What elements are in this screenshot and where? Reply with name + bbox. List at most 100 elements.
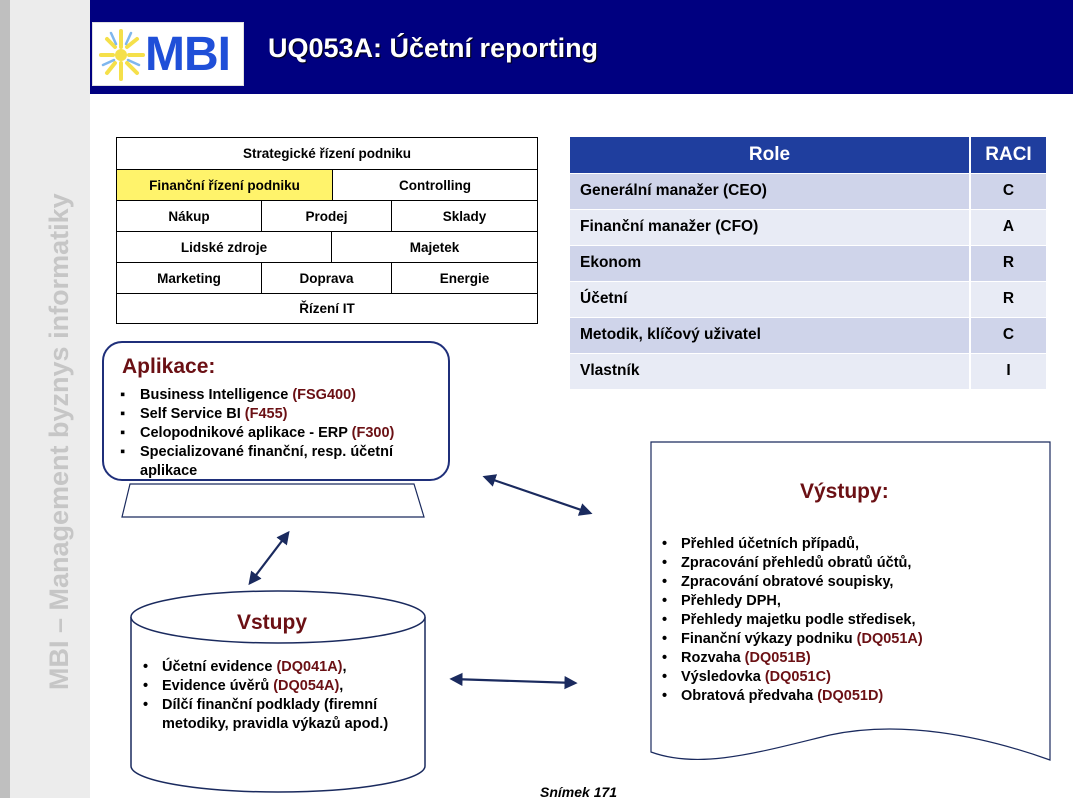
list-item: Zpracování přehledů obratů účtů,	[660, 554, 1060, 573]
logo-text: MBI	[145, 28, 231, 81]
list-item: Specializované finanční, resp. účetní ap…	[118, 443, 438, 481]
arrow-app-outputs	[482, 474, 593, 516]
org-cell-controlling: Controlling	[399, 177, 471, 193]
list-item: Evidence úvěrů (DQ054A),	[143, 677, 428, 696]
org-cell-energie: Energie	[439, 270, 490, 286]
slide-number: Snímek 171	[540, 784, 618, 800]
item-code: (F300)	[351, 425, 395, 441]
table-row: Finanční manažer (CFO)A	[570, 209, 1046, 246]
sidebar	[0, 0, 90, 798]
org-cell-strategic: Strategické řízení podniku	[242, 146, 412, 161]
org-cell-it: Řízení IT	[299, 301, 355, 316]
org-row: Strategické řízení podniku	[117, 138, 537, 170]
arrow-app-inputs	[248, 530, 290, 586]
item-code: (DQ054A)	[273, 678, 340, 694]
org-cell-hr: Lidské zdroje	[117, 232, 332, 262]
sidebar-label: MBI – Management byznys informatiky	[44, 193, 74, 690]
vystupy-title: Výstupy:	[800, 480, 889, 503]
item-text: Přehledy DPH,	[681, 593, 781, 609]
org-row: Finanční řízení podniku Controlling	[117, 170, 537, 201]
org-cell-majetek: Majetek	[409, 239, 460, 255]
item-text: Účetní evidence	[162, 659, 277, 675]
item-text: Obratová předvaha	[681, 688, 818, 704]
item-text: Dílčí finanční podklady (firemní metodik…	[162, 697, 389, 732]
raci-role: Finanční manažer (CFO)	[570, 209, 970, 246]
list-item: Business Intelligence (FSG400)	[118, 386, 438, 405]
item-text: Celopodnikové aplikace - ERP	[140, 425, 352, 441]
item-code: (DQ051D)	[817, 688, 884, 704]
raci-value: C	[969, 317, 1046, 354]
item-text: Rozvaha	[681, 650, 745, 666]
raci-header-raci: RACI	[969, 137, 1046, 174]
item-text: Self Service BI	[140, 406, 245, 422]
sidebar-vertical-text: MBI – Management byznys informatiky	[44, 193, 74, 690]
item-suffix: ,	[342, 659, 347, 675]
raci-role: Ekonom	[570, 245, 970, 282]
list-item: Self Service BI (F455)	[118, 405, 438, 424]
item-text: Business Intelligence	[140, 387, 293, 403]
vstupy-list: Účetní evidence (DQ041A), Evidence úvěrů…	[143, 658, 428, 734]
vstupy-title: Vstupy	[237, 611, 308, 634]
org-chart: Strategické řízení podniku Finanční říze…	[116, 137, 538, 324]
raci-value: R	[969, 245, 1046, 282]
raci-value: I	[969, 353, 1046, 390]
list-item: Celopodnikové aplikace - ERP (F300)	[118, 424, 438, 443]
org-row: Marketing Doprava Energie	[117, 263, 537, 294]
list-item: Rozvaha (DQ051B)	[660, 649, 1060, 668]
arrow-inputs-outputs	[449, 672, 578, 690]
list-item: Zpracování obratové soupisky,	[660, 573, 1060, 592]
org-cell-marketing: Marketing	[117, 263, 262, 293]
raci-header-role: Role	[570, 137, 970, 174]
raci-role: Vlastník	[570, 353, 970, 390]
raci-role: Metodik, klíčový uživatel	[570, 317, 970, 354]
org-row: Řízení IT	[117, 294, 537, 323]
item-text: Zpracování přehledů obratů účtů,	[681, 555, 912, 571]
header-bar	[90, 0, 1073, 94]
list-item: Přehledy majetku podle středisek,	[660, 611, 1060, 630]
item-text: Specializované finanční, resp. účetní ap…	[140, 444, 394, 479]
raci-value: R	[969, 281, 1046, 318]
page-title: UQ053A: Účetní reporting	[268, 33, 599, 63]
aplikace-list: Business Intelligence (FSG400) Self Serv…	[118, 386, 438, 481]
table-row: Generální manažer (CEO)C	[570, 173, 1046, 210]
mbi-logo: MBI	[92, 22, 244, 86]
monitor-stand	[121, 483, 425, 518]
item-text: Evidence úvěrů	[162, 678, 274, 694]
list-item: Výsledovka (DQ051C)	[660, 668, 1060, 687]
list-item: Přehled účetních případů,	[660, 535, 1060, 554]
raci-role: Generální manažer (CEO)	[570, 173, 970, 210]
raci-role: Účetní	[570, 281, 970, 318]
list-item: Dílčí finanční podklady (firemní metodik…	[143, 696, 428, 734]
item-code: (DQ051C)	[764, 669, 831, 685]
org-cell-nakup: Nákup	[117, 201, 262, 231]
list-item: Přehledy DPH,	[660, 592, 1060, 611]
item-text: Přehled účetních případů,	[681, 536, 860, 552]
raci-table: Role RACI Generální manažer (CEO)C Finan…	[570, 137, 1046, 390]
item-text: Výsledovka	[681, 669, 765, 685]
item-code: (FSG400)	[292, 387, 356, 403]
org-row: Nákup Prodej Sklady	[117, 201, 537, 232]
aplikace-title: Aplikace:	[122, 355, 216, 378]
org-cell-sklady: Sklady	[442, 208, 487, 224]
item-suffix: ,	[339, 678, 344, 694]
item-text: Přehledy majetku podle středisek,	[681, 612, 916, 628]
item-code: (F455)	[244, 406, 288, 422]
list-item: Finanční výkazy podniku (DQ051A)	[660, 630, 1060, 649]
raci-value: A	[969, 209, 1046, 246]
vystupy-list: Přehled účetních případů, Zpracování pře…	[660, 535, 1060, 706]
item-text: Finanční výkazy podniku	[681, 631, 857, 647]
list-item: Obratová předvaha (DQ051D)	[660, 687, 1060, 706]
sun-icon	[99, 29, 145, 81]
item-code: (DQ041A)	[276, 659, 343, 675]
org-cell-prodej: Prodej	[262, 201, 392, 231]
org-row: Lidské zdroje Majetek	[117, 232, 537, 263]
item-code: (DQ051A)	[856, 631, 923, 647]
list-item: Účetní evidence (DQ041A),	[143, 658, 428, 677]
raci-value: C	[969, 173, 1046, 210]
item-code: (DQ051B)	[744, 650, 811, 666]
org-cell-doprava: Doprava	[262, 263, 392, 293]
